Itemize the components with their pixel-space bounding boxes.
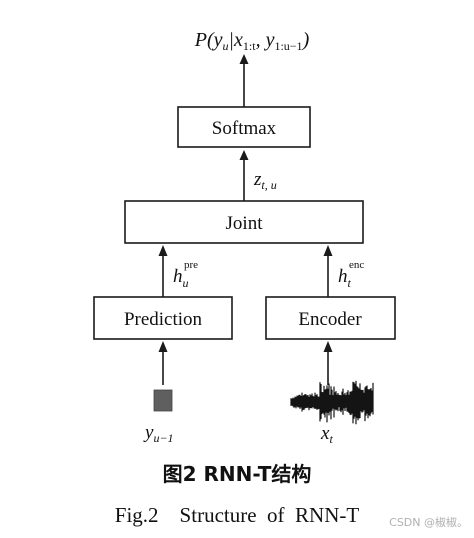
encoder-label: Encoder xyxy=(298,309,362,330)
arrow-softmax-to-output xyxy=(239,54,249,107)
prediction-node: Prediction xyxy=(93,296,233,340)
arrow-audio-to-encoder xyxy=(323,341,333,385)
audio-frame-label: xt xyxy=(320,423,333,446)
arrow-token-to-prediction xyxy=(158,341,168,385)
h-enc-superscript: enc xyxy=(349,259,364,271)
joint-node: Joint xyxy=(124,200,364,244)
previous-token-label: yu−1 xyxy=(143,422,174,445)
csdn-watermark: CSDN @椒椒。 xyxy=(389,515,468,529)
z-edge-label: zt, u xyxy=(253,169,277,192)
h-enc-edge-label: ht xyxy=(338,266,352,290)
arrow-joint-to-softmax xyxy=(239,150,249,201)
h-pre-superscript: pre xyxy=(184,259,198,271)
prediction-label: Prediction xyxy=(124,309,203,330)
caption-chinese: 图2 RNN-T结构 xyxy=(163,462,312,486)
output-probability-label: P(yu|x1:t, y1:u−1) xyxy=(194,29,310,53)
softmax-node: Softmax xyxy=(177,106,311,148)
caption-english: Fig.2 Structure of RNN-T xyxy=(115,503,360,527)
arrow-prediction-to-joint xyxy=(158,245,168,297)
encoder-node: Encoder xyxy=(265,296,396,340)
arrow-encoder-to-joint xyxy=(323,245,333,297)
joint-label: Joint xyxy=(226,213,264,234)
previous-token-square xyxy=(153,389,173,412)
h-pre-edge-label: hu xyxy=(173,266,189,290)
softmax-label: Softmax xyxy=(212,118,277,139)
audio-waveform-icon xyxy=(290,380,374,425)
